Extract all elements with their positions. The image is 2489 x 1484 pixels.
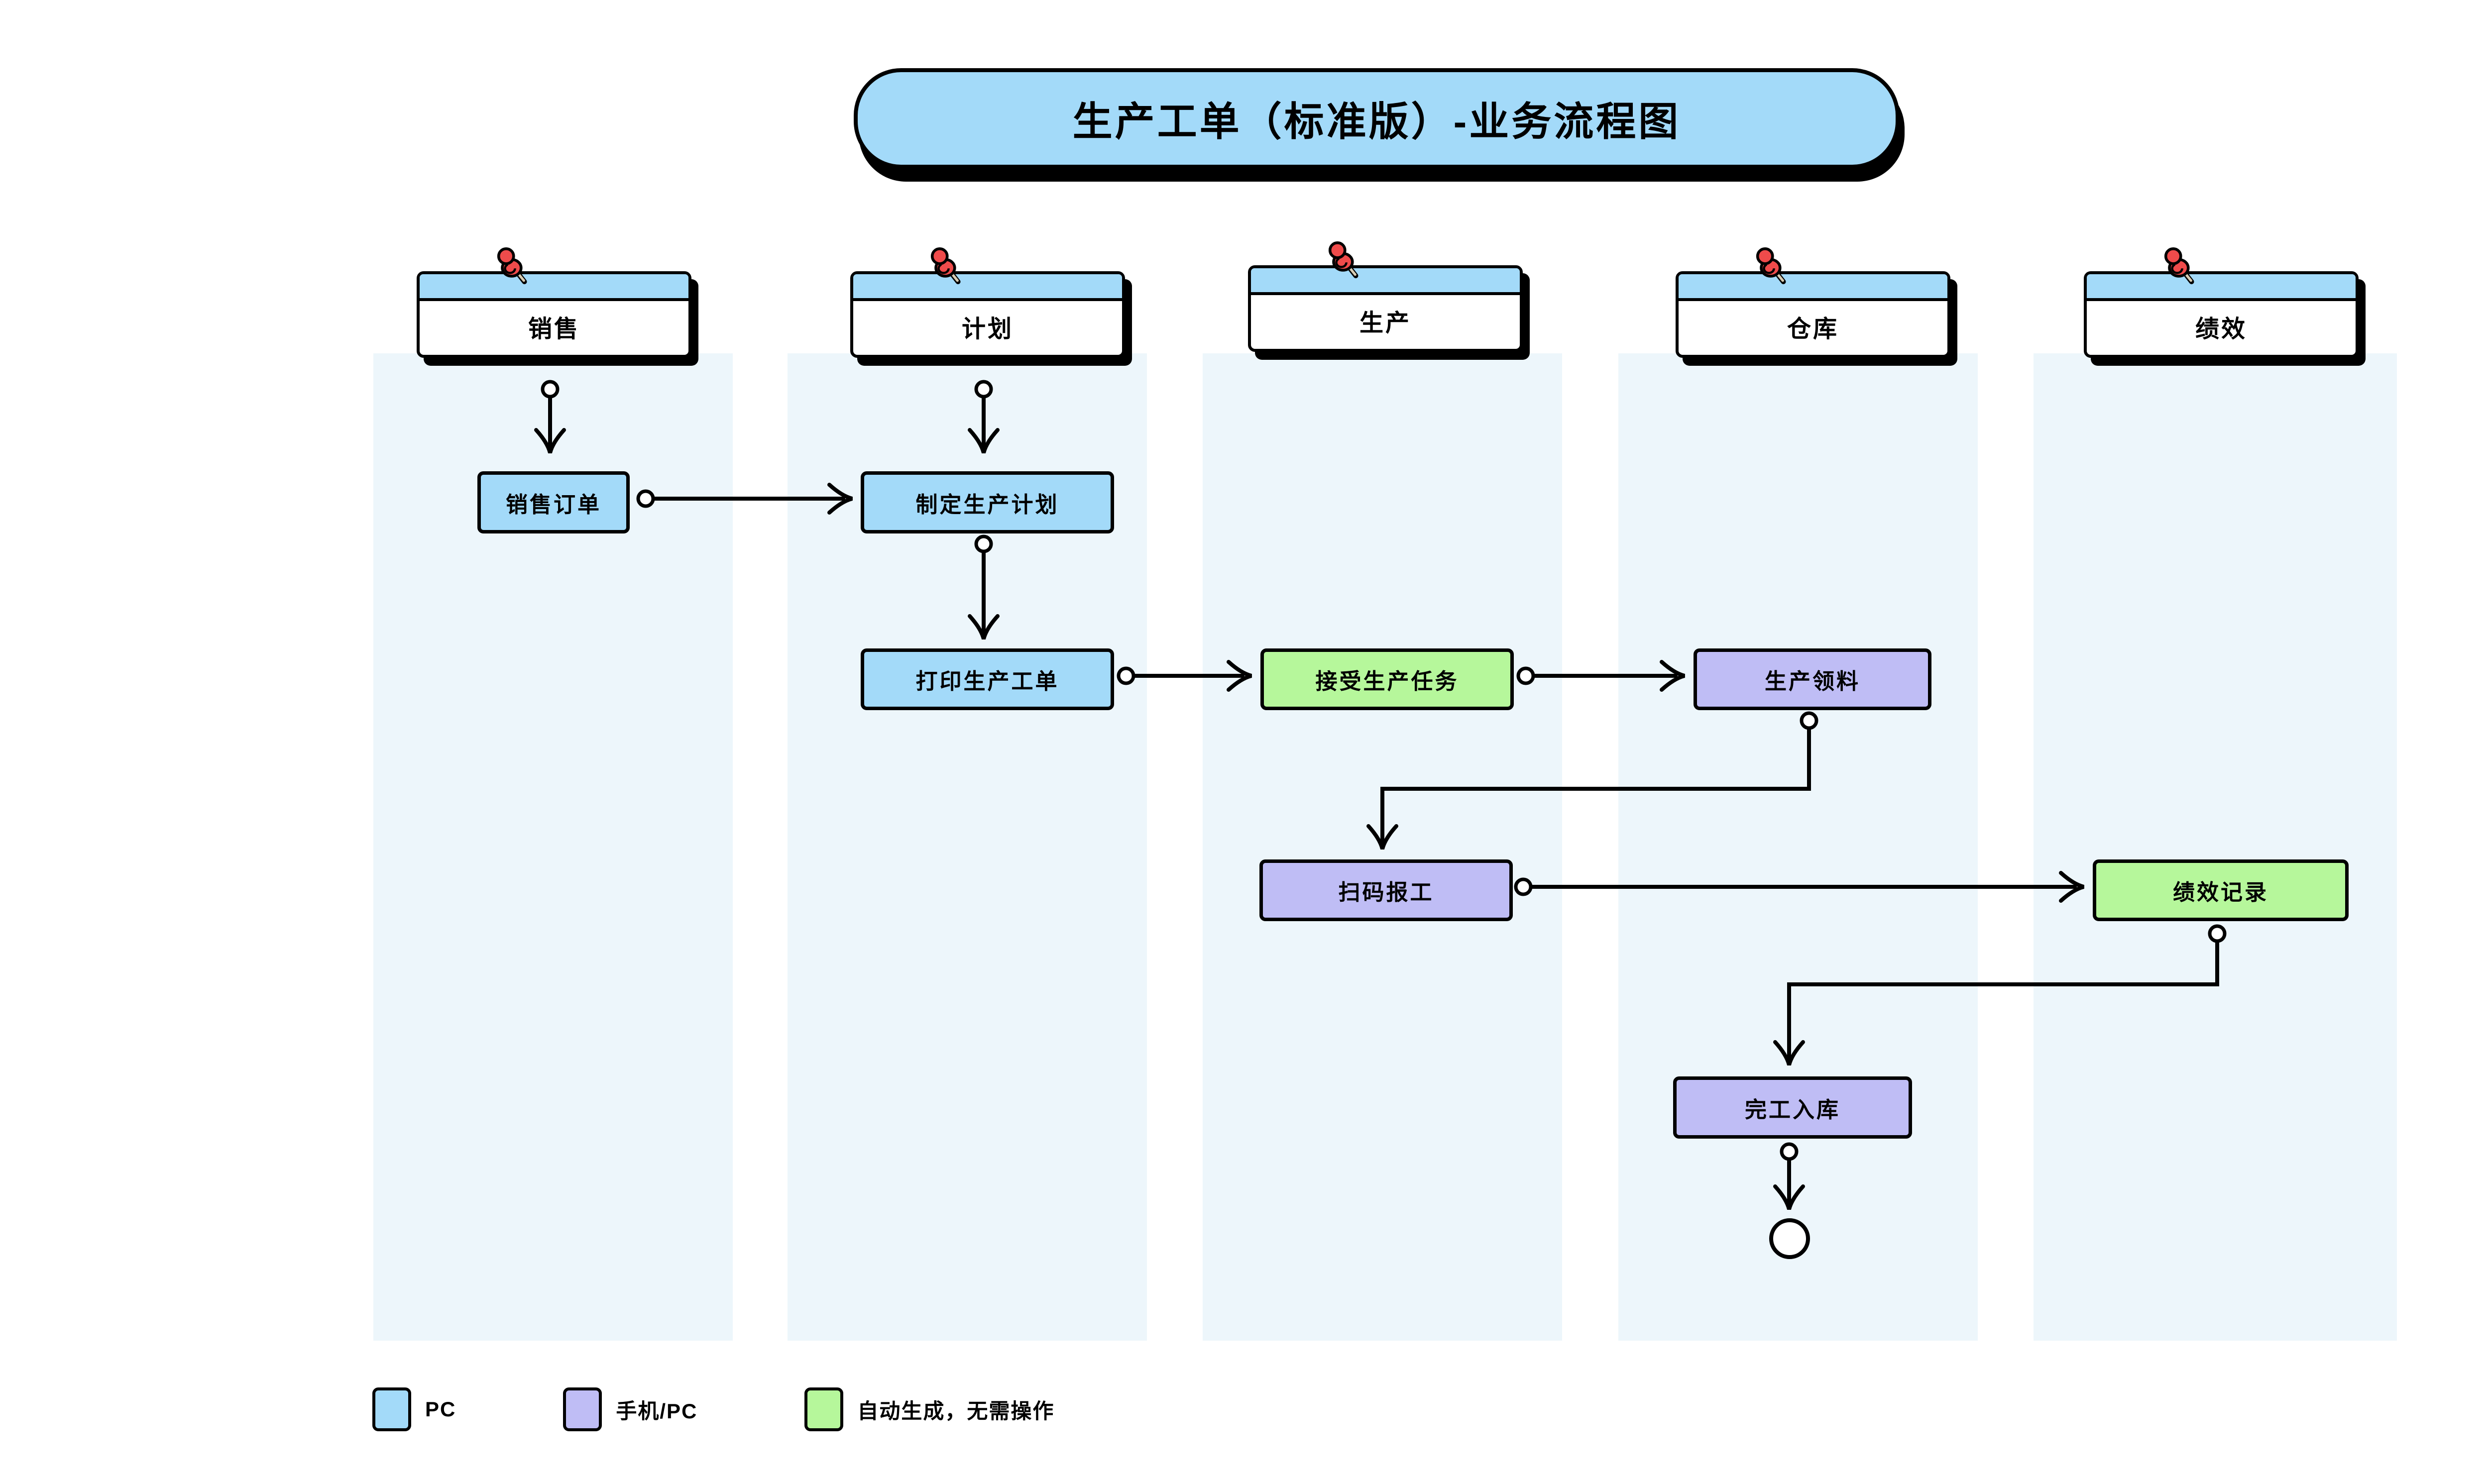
connector-accept-task-to-material-picking xyxy=(1516,660,1686,692)
legend-item-auto: 自动生成，无需操作 xyxy=(804,1387,1054,1431)
lane-header-label: 仓库 xyxy=(1787,316,1839,342)
node-production-material-picking: 生产领料 xyxy=(1694,648,1931,710)
lane-header-warehouse: 仓库 xyxy=(1676,247,1950,358)
connector-make-plan-to-print-work-order xyxy=(968,534,1000,640)
connector-material-picking-to-scan-report xyxy=(1366,711,1818,850)
lane-header-label: 销售 xyxy=(528,316,580,342)
lane-header-sales: 销售 xyxy=(417,247,691,358)
connector-sales-header-to-sales-order xyxy=(534,380,566,454)
node-scan-code-work-report: 扫码报工 xyxy=(1259,859,1513,921)
lane-header-label: 生产 xyxy=(1359,310,1411,336)
end-terminator xyxy=(1769,1218,1810,1259)
connector-sales-order-to-make-plan xyxy=(636,483,853,515)
lane-header-label: 绩效 xyxy=(2195,316,2247,342)
lane-column-warehouse xyxy=(1618,353,1978,1341)
pushpin-icon xyxy=(497,247,527,285)
lane-header-strip xyxy=(853,274,1122,301)
legend-label-pc: PC xyxy=(425,1397,456,1421)
legend: PC 手机/PC 自动生成，无需操作 xyxy=(372,1387,1054,1431)
pushpin-icon xyxy=(2164,247,2194,285)
legend-label-auto: 自动生成，无需操作 xyxy=(857,1399,1055,1423)
lane-header-production: 生产 xyxy=(1248,241,1523,352)
pushpin-icon xyxy=(930,247,961,285)
connector-planning-header-to-make-plan xyxy=(968,380,1000,454)
lane-header-strip xyxy=(1251,268,1520,295)
node-completion-warehousing: 完工入库 xyxy=(1673,1076,1912,1139)
legend-swatch-mobile-pc xyxy=(563,1387,602,1431)
lane-header-performance: 绩效 xyxy=(2084,247,2359,358)
node-accept-production-task: 接受生产任务 xyxy=(1260,648,1514,710)
legend-item-mobile-pc: 手机/PC xyxy=(563,1387,697,1431)
pushpin-icon xyxy=(1756,247,1786,285)
node-make-production-plan: 制定生产计划 xyxy=(861,471,1114,533)
pushpin-icon xyxy=(1328,241,1358,279)
legend-label-mobile-pc: 手机/PC xyxy=(616,1399,698,1423)
lane-header-strip xyxy=(2087,274,2356,301)
node-sales-order: 销售订单 xyxy=(477,471,630,533)
connector-completion-warehousing-to-end xyxy=(1773,1142,1805,1210)
lane-header-strip xyxy=(420,274,688,301)
diagram-title: 生产工单（标准版）-业务流程图 xyxy=(854,68,1900,169)
connector-print-work-order-to-accept-task xyxy=(1117,660,1252,692)
legend-swatch-auto xyxy=(804,1387,844,1431)
connector-scan-report-to-performance-record xyxy=(1514,871,2085,903)
node-performance-record: 绩效记录 xyxy=(2093,859,2349,921)
legend-item-pc: PC xyxy=(372,1387,456,1431)
lane-header-strip xyxy=(1679,274,1947,301)
connector-performance-record-to-completion-warehousing xyxy=(1773,924,2227,1066)
legend-swatch-pc xyxy=(372,1387,411,1431)
lane-header-planning: 计划 xyxy=(850,247,1125,358)
lane-header-label: 计划 xyxy=(961,316,1014,342)
lane-column-performance xyxy=(2034,353,2397,1341)
node-print-work-order: 打印生产工单 xyxy=(861,648,1114,710)
